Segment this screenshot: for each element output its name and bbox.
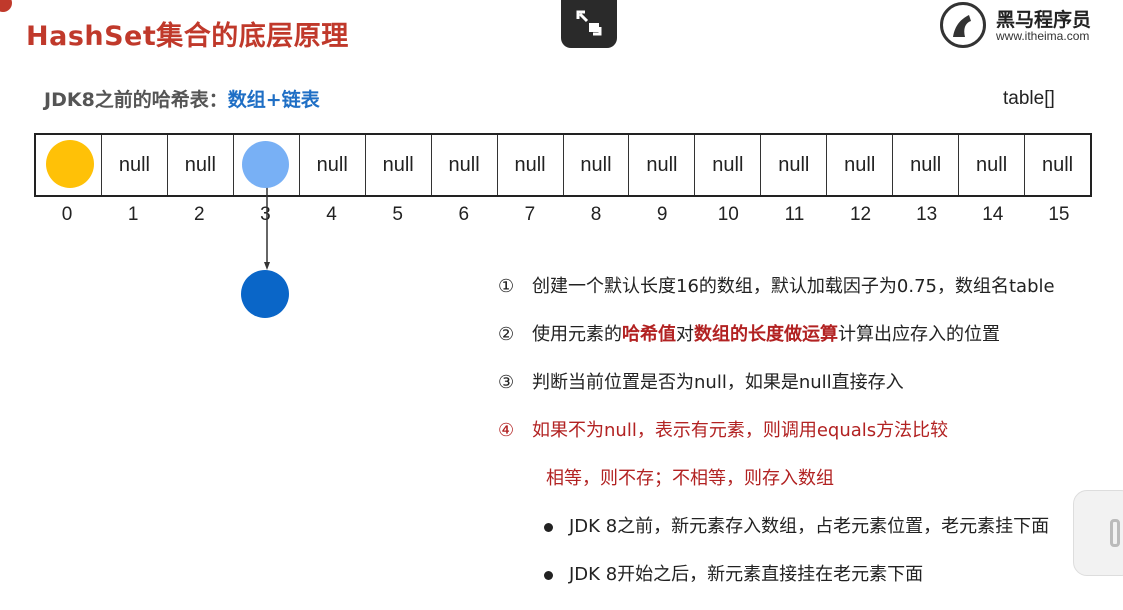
element-yellow-circle: [46, 140, 94, 188]
handle-icon: [1110, 519, 1120, 547]
array-index: 12: [849, 204, 872, 225]
exit-fullscreen-icon: [576, 10, 602, 36]
array-index: 0: [61, 204, 73, 225]
side-float-button[interactable]: [1073, 490, 1123, 576]
array-index: 5: [392, 204, 403, 225]
array-index: 6: [458, 204, 470, 225]
array-index: 8: [590, 204, 602, 225]
array-index: 7: [524, 204, 536, 225]
step-4: ④ 如果不为null，表示有元素，则调用equals方法比较: [498, 416, 948, 442]
step-highlight-length: 数组的长度做运算: [694, 324, 838, 345]
array-indices: 0 1 2 3 4 5 6 7 8 9 10 11 12 13 14 15: [34, 204, 1092, 226]
section-subtitle: JDK8之前的哈希表：数组+链表: [44, 85, 320, 112]
bullet-item: JDK 8开始之后，新元素直接挂在老元素下面: [544, 560, 923, 586]
table-label: table[]: [1003, 88, 1055, 109]
array-index: 4: [326, 204, 337, 225]
array-index: 13: [916, 204, 938, 225]
array-index: 14: [982, 204, 1004, 225]
array-cell: null: [629, 135, 696, 195]
step-number: ①: [498, 276, 515, 297]
array-index: 3: [260, 204, 271, 225]
array-cell: null: [1041, 153, 1074, 176]
bullet-dot-icon: [544, 522, 553, 532]
array-cell: null: [761, 135, 828, 195]
element-new-circle: [242, 141, 289, 188]
array-cell: [36, 135, 102, 195]
step-text-post: 计算出应存入的位置: [838, 324, 1000, 345]
subtitle-highlight: 数组+链表: [227, 89, 320, 111]
step-1: ① 创建一个默认长度16的数组，默认加载因子为0.75，数组名table: [498, 272, 1055, 298]
element-linked-circle: [241, 270, 289, 318]
step-text: 判断当前位置是否为null，如果是null直接存入: [532, 372, 904, 393]
array-cell: null: [432, 135, 498, 195]
bullet-item: JDK 8之前，新元素存入数组，占老元素位置，老元素挂下面: [544, 512, 1049, 538]
array-cell: null: [366, 135, 432, 195]
step-text-mid: 对: [676, 324, 694, 345]
array-cell: null: [102, 135, 168, 195]
array-cell: null: [695, 135, 762, 195]
array-index: 9: [656, 204, 668, 225]
array-cell: null: [168, 135, 234, 195]
step-3: ③ 判断当前位置是否为null，如果是null直接存入: [498, 368, 904, 394]
step-number: ③: [498, 372, 515, 393]
step-number: ②: [498, 324, 515, 345]
subtitle-prefix: JDK8之前的哈希表：: [44, 89, 228, 111]
array-index: 11: [784, 204, 805, 225]
brand-url: www.itheima.com: [996, 29, 1090, 43]
array-cell: [234, 135, 300, 195]
step-text: 如果不为null，表示有元素，则调用equals方法比较: [532, 420, 949, 441]
bullet-text: JDK 8开始之后，新元素直接挂在老元素下面: [569, 564, 924, 585]
array-cell: null: [300, 135, 366, 195]
step-highlight-hash: 哈希值: [622, 324, 676, 345]
step-text-pre: 使用元素的: [532, 324, 622, 345]
brand-logo: 黑马程序员 www.itheima.com: [940, 2, 1120, 48]
hash-array: null null null null null null null null …: [34, 133, 1092, 197]
array-index: 2: [194, 204, 205, 225]
step-number: ④: [498, 420, 515, 441]
exit-fullscreen-button[interactable]: [561, 0, 617, 48]
step-2: ② 使用元素的哈希值对数组的长度做运算计算出应存入的位置: [498, 320, 1000, 346]
array-cell: null: [959, 135, 1026, 195]
step-4-sub: 相等，则不存；不相等，则存入数组: [546, 468, 834, 489]
step-text: 创建一个默认长度16的数组，默认加载因子为0.75，数组名table: [532, 276, 1055, 297]
array-cell: null: [564, 135, 630, 195]
array-cell: null: [893, 135, 960, 195]
bullet-dot-icon: [544, 570, 553, 580]
array-index: 1: [127, 204, 139, 225]
horse-logo-icon: [940, 2, 986, 48]
bullet-text: JDK 8之前，新元素存入数组，占老元素位置，老元素挂下面: [569, 516, 1050, 537]
corner-dot: [0, 0, 12, 12]
slide-title: HashSet集合的底层原理: [26, 21, 349, 52]
array-index: 10: [717, 204, 739, 225]
array-cell: null: [498, 135, 564, 195]
brand-name: 黑马程序员: [996, 9, 1092, 31]
array-index: 15: [1048, 204, 1070, 225]
array-cell: null: [827, 135, 894, 195]
